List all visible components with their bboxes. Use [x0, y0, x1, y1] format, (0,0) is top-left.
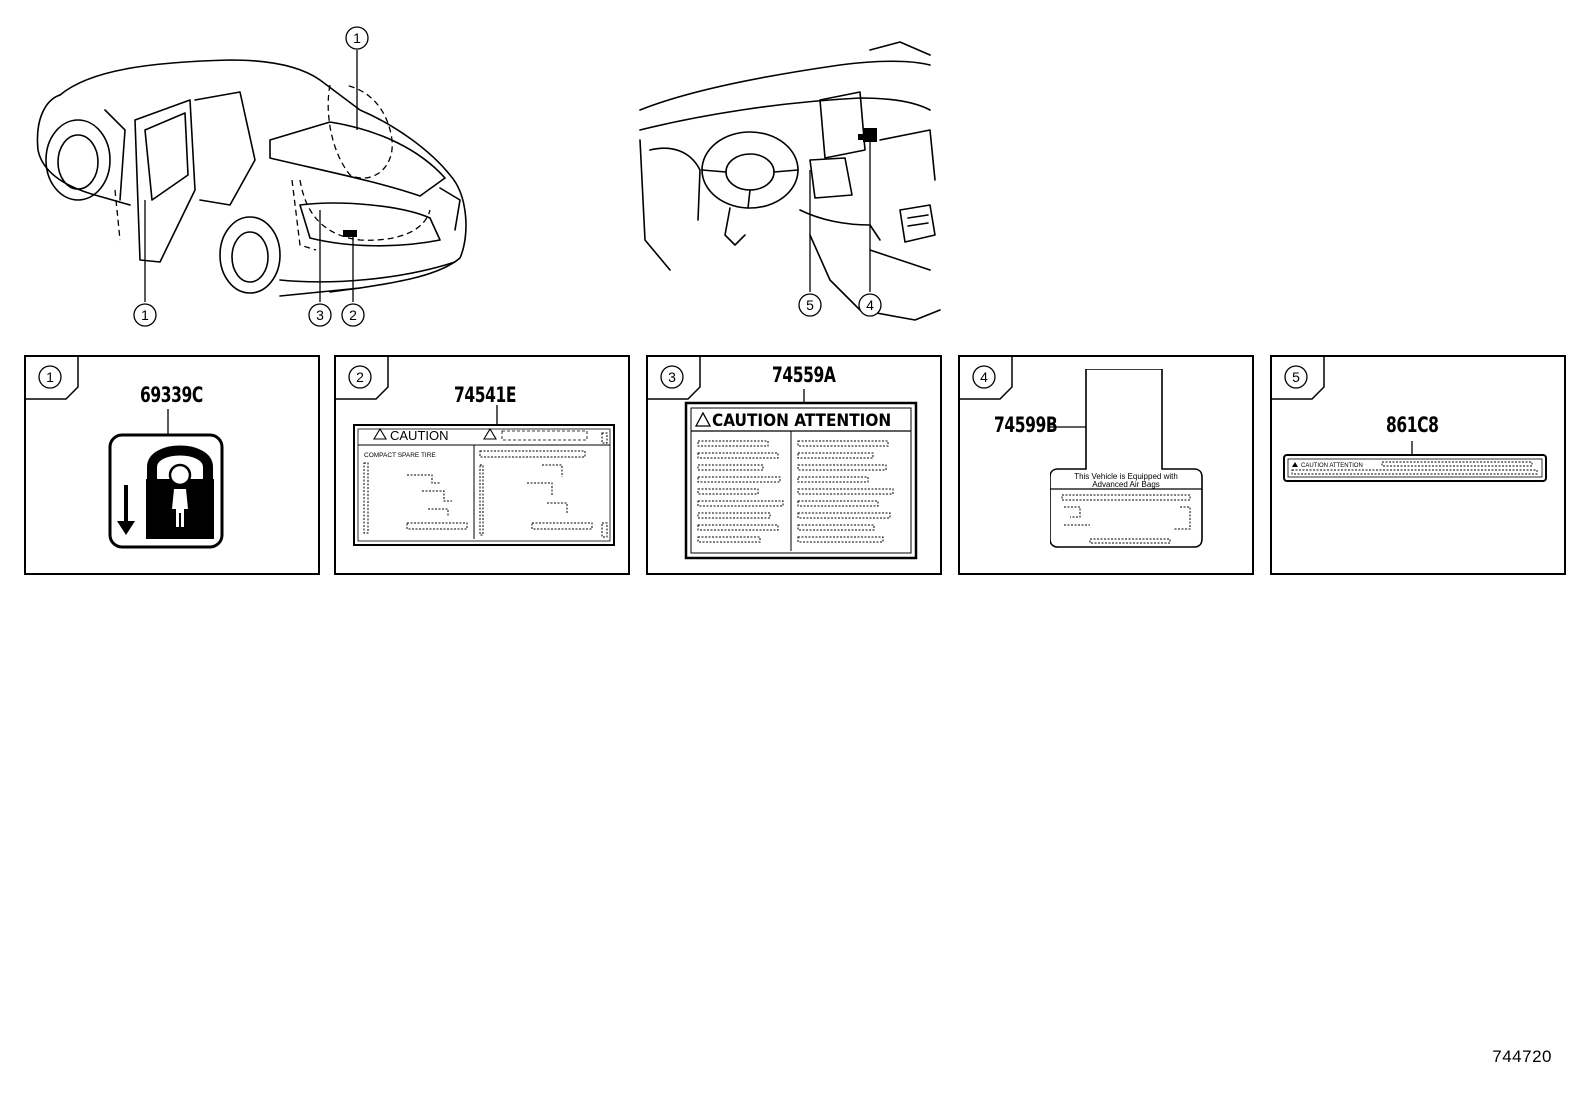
panel-index-tab: 4	[960, 357, 1013, 400]
child-lock-label	[108, 409, 224, 549]
panel-index-tab: 3	[648, 357, 701, 400]
label-panel-5: 5 861C8 CAUTION ATTENTION	[1270, 355, 1566, 575]
car-callout-1-door: 1	[141, 307, 149, 323]
panel-index: 2	[356, 369, 364, 385]
part-number: 74559A	[772, 363, 836, 387]
label-subtitle: COMPACT SPARE TIRE	[364, 452, 436, 459]
label-text-2: Advanced Air Bags	[1092, 480, 1160, 489]
diagram-code: 744720	[1492, 1047, 1552, 1066]
dashboard-illustration: 5 4	[639, 41, 941, 321]
label-title: CAUTION	[390, 428, 449, 443]
part-number: 861C8	[1386, 413, 1439, 437]
car-illustration: 1 1 3 2	[36, 26, 467, 327]
part-number: 69339C	[140, 383, 203, 407]
label-title: CAUTION ATTENTION	[1301, 463, 1363, 469]
panel-index: 5	[1292, 369, 1300, 385]
label-panel-2: 2 74541E CAUTION COMPACT SPARE TIRE	[334, 355, 630, 575]
part-number: 74541E	[454, 383, 517, 407]
panel-index-tab: 1	[26, 357, 79, 400]
panel-index: 4	[980, 369, 988, 385]
airbag-label: This Vehicle is Equipped with Advanced A…	[1050, 369, 1203, 548]
label-panel-4: 4 74599B This Vehicle is Equipped with A…	[958, 355, 1254, 575]
caution-attention-label: CAUTION ATTENTION	[684, 389, 918, 560]
label-panel-1: 1 69339C	[24, 355, 320, 575]
caution-strip-label: CAUTION ATTENTION	[1283, 441, 1547, 482]
label-text-1: This Vehicle is Equipped with	[1074, 472, 1178, 481]
spare-tire-caution-label: CAUTION COMPACT SPARE TIRE	[353, 405, 615, 546]
part-number: 74599B	[994, 413, 1058, 437]
car-callout-1-top: 1	[353, 30, 361, 46]
label-title: CAUTION ATTENTION	[712, 411, 891, 431]
panel-index-tab: 2	[336, 357, 389, 400]
dash-callout-5: 5	[806, 297, 814, 313]
dash-callout-4: 4	[866, 297, 874, 313]
panel-index: 1	[46, 369, 54, 385]
car-callout-3: 3	[316, 307, 324, 323]
panel-index-tab: 5	[1272, 357, 1325, 400]
label-panel-3: 3 74559A CAUTION ATTENTION	[646, 355, 942, 575]
panel-index: 3	[668, 369, 676, 385]
car-callout-2: 2	[349, 307, 357, 323]
